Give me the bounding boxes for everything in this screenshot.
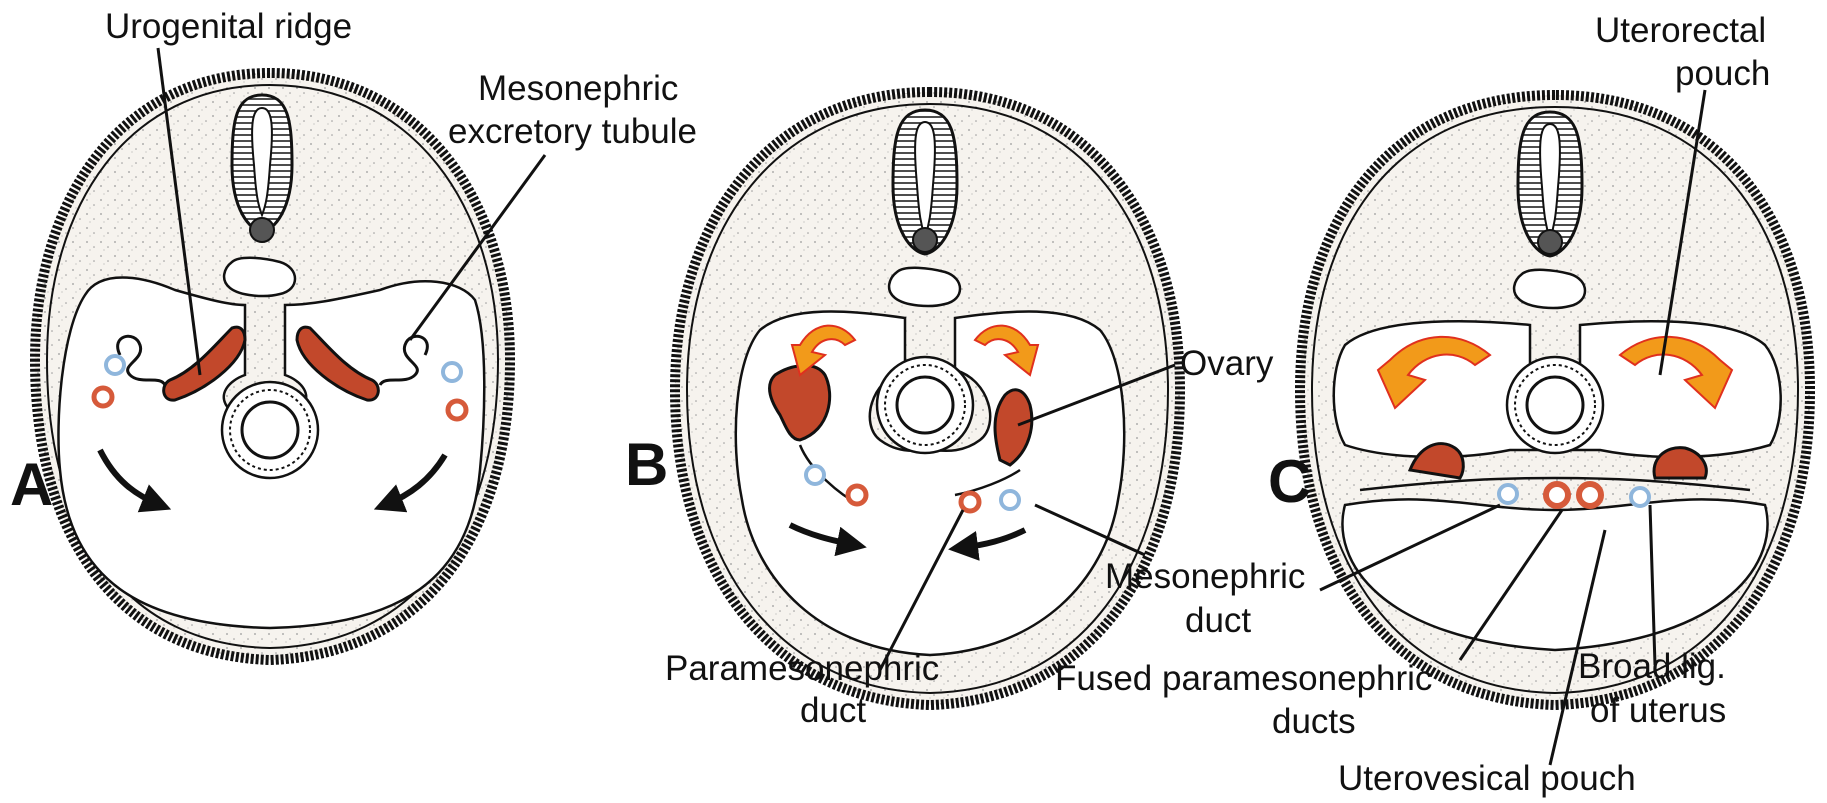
notochord-a [250,218,274,242]
mesonephric-duct-right-b [1001,491,1019,509]
notochord-c [1538,230,1562,254]
paramesonephric-duct-left-b [848,486,866,504]
mesonephric-duct-right-c [1631,488,1649,506]
panel-b: B [625,92,1180,705]
aorta-a [224,258,295,296]
paramesonephric-duct-right-a [448,401,466,419]
label-paramesonephric-duct-2: duct [800,691,866,730]
panel-letter-c: C [1268,448,1311,515]
label-mesonephric-excretory-tubule-2: excretory tubule [448,112,697,151]
panel-letter-a: A [10,451,53,518]
label-fused-paramesonephric-2: ducts [1272,702,1356,741]
label-mesonephric-excretory-tubule-1: Mesonephric [478,69,678,108]
panel-a: A [10,73,510,660]
label-mesonephric-duct-2: duct [1185,601,1251,640]
label-broad-ligament-1: Broad lig. [1578,647,1726,686]
aorta-b [889,268,960,306]
mesonephric-duct-right-a [443,363,461,381]
gut-a [222,382,318,478]
label-mesonephric-duct-1: Mesonephric [1105,557,1305,596]
neural-tube-a [232,95,292,232]
label-uterorectal-2: pouch [1675,54,1770,93]
mesonephric-duct-left-c [1499,485,1517,503]
label-urogenital-ridge: Urogenital ridge [105,7,352,46]
label-broad-ligament-2: of uterus [1590,691,1726,730]
gut-b [877,357,973,453]
label-fused-paramesonephric-1: Fused paramesonephric [1055,659,1432,698]
label-uterovesical-pouch: Uterovesical pouch [1338,759,1636,798]
fused-paramesonephric-left-c [1546,484,1568,506]
paramesonephric-duct-left-a [94,388,112,406]
label-ovary: Ovary [1180,344,1274,383]
aorta-c [1514,270,1585,308]
notochord-b [913,228,937,252]
fused-paramesonephric-right-c [1579,484,1601,506]
gut-c [1507,357,1603,453]
mesonephric-duct-left-b [806,466,824,484]
mesonephric-duct-left-a [106,356,124,374]
label-uterorectal-1: Uterorectal [1595,11,1766,50]
panel-c: C [1268,95,1810,705]
label-paramesonephric-duct-1: Paramesonephric [665,649,939,688]
panel-letter-b: B [625,431,668,498]
paramesonephric-duct-right-b [961,493,979,511]
